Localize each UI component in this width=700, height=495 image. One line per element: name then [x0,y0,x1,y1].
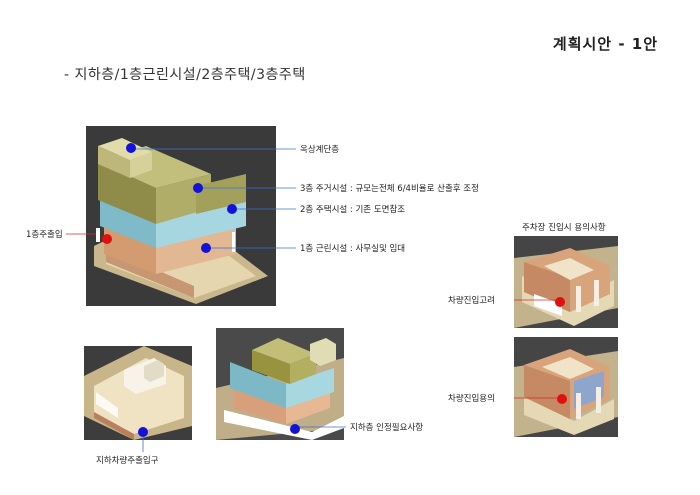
label-parking-easy: 차량진입용의 [448,394,495,404]
label-rooftop-stair: 옥상계단층 [300,145,340,155]
page-subtitle: - 지하층/1층근린시설/2층주택/3층주택 [64,67,306,83]
label-basement-required: 지하층 인정필요사항 [350,423,424,433]
basement-view-left [84,346,192,440]
label-floor1: 1층 근린시설 : 사무실및 임대 [300,244,406,254]
label-floor3: 3층 주거시설 : 규모는전체 6/4비율로 산출후 조정 [300,184,479,194]
parking-heading: 주차장 진입시 용의사항 [522,223,606,233]
parking-view-top [514,236,618,328]
label-floor2: 2층 주택시설 : 기존 도면참조 [300,205,406,215]
main-building-view [86,126,276,306]
parking-view-bottom [514,337,618,437]
basement-view-right [216,328,344,440]
label-basement-entrance: 지하차량주출입구 [96,456,159,466]
label-parking-consider: 차량진입고려 [448,296,495,306]
page-title: 계획시안 - 1안 [552,35,658,53]
label-entrance1: 1층주출입 [26,230,63,240]
